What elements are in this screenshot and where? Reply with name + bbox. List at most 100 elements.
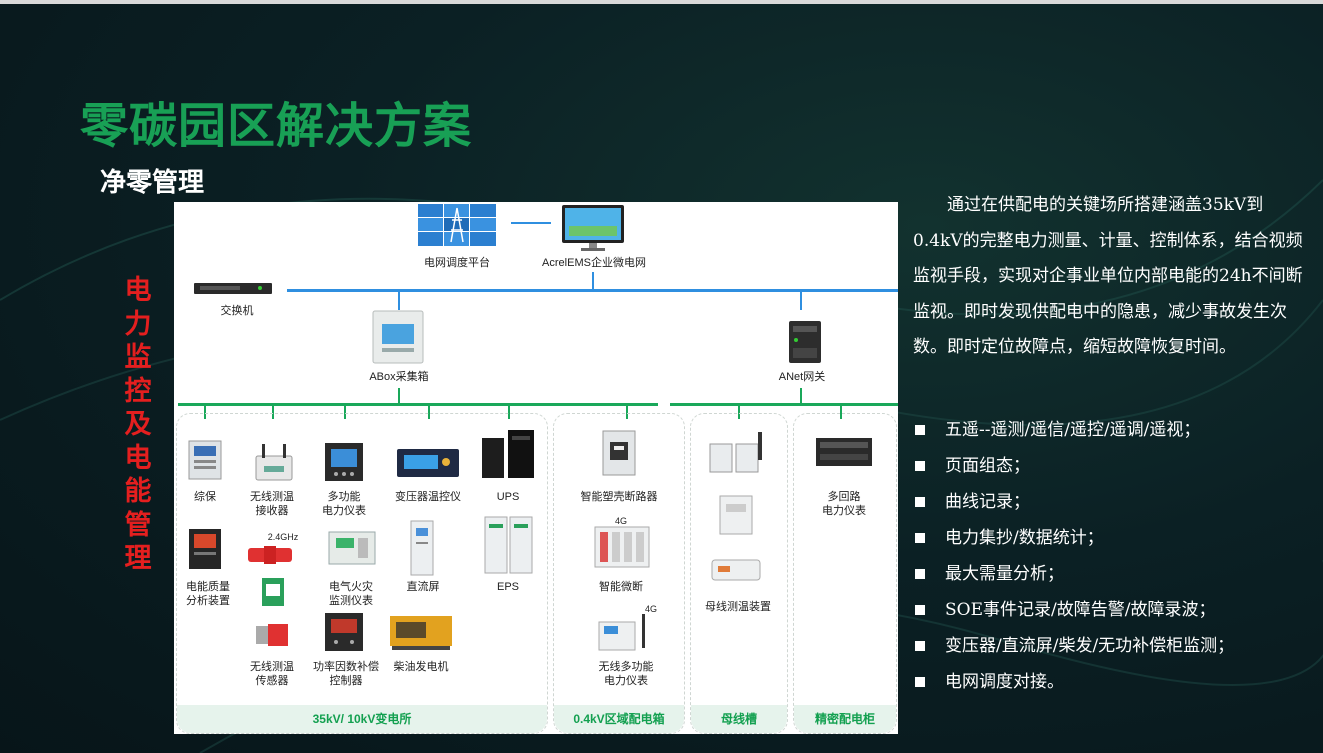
multi-loop-meter-icon xyxy=(816,438,872,466)
feature-item: 变压器/直流屏/柴发/无功补偿柜监测； xyxy=(913,628,1234,664)
feature-list: 五遥--遥测/遥信/遥控/遥调/遥视； 页面组态； 曲线记录； 电力集抄/数据统… xyxy=(913,412,1234,700)
section-label: 精密配电柜 xyxy=(794,705,896,733)
feature-text: 五遥--遥测/遥信/遥控/遥调/遥视； xyxy=(945,420,1201,440)
transformer-temp-label: 变压器温控仪 xyxy=(395,491,461,503)
ems-drop-line xyxy=(592,272,594,290)
drop-line xyxy=(204,405,206,419)
drop-line xyxy=(508,405,510,419)
section-label: 母线槽 xyxy=(691,705,787,733)
abox-label: ABox采集箱 xyxy=(369,371,429,383)
ups-label: UPS xyxy=(496,491,520,503)
bus-temp-label: 母线测温装置 xyxy=(705,601,771,613)
switch-label: 交换机 xyxy=(220,305,254,317)
section-busway: 母线槽 xyxy=(690,413,788,734)
temp-sensor-icon xyxy=(256,624,288,646)
anet-label: ANet网关 xyxy=(778,371,826,383)
abox-icon xyxy=(372,310,424,364)
diesel-label: 柴油发电机 xyxy=(393,661,449,673)
bullet-square-icon xyxy=(915,461,925,471)
feature-item: 最大需量分析； xyxy=(913,556,1234,592)
bullet-square-icon xyxy=(915,641,925,651)
bullet-square-icon xyxy=(915,677,925,687)
wireless-sensor-label: 无线测温 传感器 xyxy=(250,661,294,687)
section-label: 35kV/ 10kV变电所 xyxy=(177,705,547,733)
dc-screen-label: 直流屏 xyxy=(406,581,440,593)
drop-line xyxy=(840,405,842,419)
vertical-label-char: 监 xyxy=(124,342,152,373)
ups-icon xyxy=(482,430,534,478)
switch-icon xyxy=(194,283,272,294)
4g-tag: 4G xyxy=(644,604,657,614)
feature-text: SOE事件记录/故障告警/故障录波； xyxy=(945,600,1216,620)
vertical-label-char: 管 xyxy=(124,509,152,541)
vertical-label-char: 及 xyxy=(124,409,152,440)
dc-screen-icon xyxy=(410,520,434,576)
system-diagram: 电网调度平台 AcrelEMS企业微电网 交换机 ABox采集箱 ANet网关 … xyxy=(174,202,898,734)
feature-text: 电网调度对接。 xyxy=(945,672,1064,692)
eps-icon xyxy=(484,516,533,574)
bus-temp-device-icon xyxy=(711,559,761,581)
bus-sensor-icon xyxy=(719,495,753,535)
feature-text: 曲线记录； xyxy=(945,492,1030,512)
drop-line xyxy=(344,405,346,419)
section-cabinet: 精密配电柜 xyxy=(793,413,897,734)
eps-label: EPS xyxy=(496,581,519,593)
mccb-icon xyxy=(602,430,636,476)
frequency-tag: 2.4GHz xyxy=(267,532,299,542)
bus-gateway-icon xyxy=(709,432,762,473)
bullet-square-icon xyxy=(915,533,925,543)
bullet-square-icon xyxy=(915,605,925,615)
feature-text: 页面组态； xyxy=(945,456,1030,476)
feature-item: 电网调度对接。 xyxy=(913,664,1234,700)
abox-drop-line xyxy=(398,292,400,310)
drop-line xyxy=(428,405,430,419)
monitor-icon xyxy=(562,205,624,251)
top-border xyxy=(0,0,1323,4)
page-subtitle: 净零管理 xyxy=(100,168,205,198)
clamp-sensor-icon xyxy=(262,578,284,606)
multi-loop-label: 多回路 电力仪表 xyxy=(822,491,866,517)
ethernet-bus xyxy=(287,289,898,292)
abox-bus-link xyxy=(398,388,400,404)
protection-relay-icon xyxy=(188,440,222,480)
multifunction-meter-icon xyxy=(325,443,363,481)
4g-tag: 4G xyxy=(614,516,627,526)
substation-bus xyxy=(178,403,658,406)
micro-breaker-label: 智能微断 xyxy=(599,581,643,593)
fire-monitor-label: 电气火灾 监测仪表 xyxy=(329,581,373,607)
pf-controller-icon xyxy=(325,613,363,651)
page-title: 零碳园区解决方案 xyxy=(80,98,473,154)
description-text: 通过在供配电的关键场所搭建涵盖35kV到0.4kV的完整电力测量、计量、控制体系… xyxy=(913,195,1303,357)
feature-item: 电力集抄/数据统计； xyxy=(913,520,1234,556)
platform-link xyxy=(511,222,551,224)
feature-text: 变压器/直流屏/柴发/无功补偿柜监测； xyxy=(945,636,1235,656)
vertical-label-char: 控 xyxy=(124,375,152,407)
wireless-sensor-icon xyxy=(248,546,292,564)
vertical-label-char: 力 xyxy=(124,308,152,340)
feature-item: 五遥--遥测/遥信/遥控/遥调/遥视； xyxy=(913,412,1234,448)
vertical-label-char: 电 xyxy=(124,442,152,474)
vertical-label-char: 能 xyxy=(124,476,152,507)
drop-line xyxy=(738,405,740,419)
protect-label: 综保 xyxy=(194,491,216,503)
wireless-meter-label: 无线多功能 电力仪表 xyxy=(598,661,654,687)
anet-drop-line xyxy=(800,292,802,310)
video-wall-icon xyxy=(418,204,496,246)
power-quality-label: 电能质量 分析装置 xyxy=(186,581,230,607)
section-lv-box: 0.4kV区域配电箱 xyxy=(553,413,685,734)
micro-breaker-icon xyxy=(594,526,650,568)
bullet-square-icon xyxy=(915,569,925,579)
bullet-square-icon xyxy=(915,425,925,435)
drop-line xyxy=(626,405,628,419)
multi-meter-label: 多功能 电力仪表 xyxy=(322,491,366,517)
wireless-rx-label: 无线测温 接收器 xyxy=(250,491,294,517)
vertical-label-char: 电 xyxy=(124,275,152,306)
vertical-label: 电 力 监 控 及 电 能 管 理 xyxy=(121,274,155,576)
feature-item: SOE事件记录/故障告警/故障录波； xyxy=(913,592,1234,628)
vertical-label-char: 理 xyxy=(124,543,152,574)
fire-monitor-icon xyxy=(328,531,376,565)
grid-platform-label: 电网调度平台 xyxy=(424,257,490,269)
feature-text: 最大需量分析； xyxy=(945,564,1064,584)
gateway-icon xyxy=(789,321,821,363)
anet-bus-link xyxy=(800,388,802,404)
